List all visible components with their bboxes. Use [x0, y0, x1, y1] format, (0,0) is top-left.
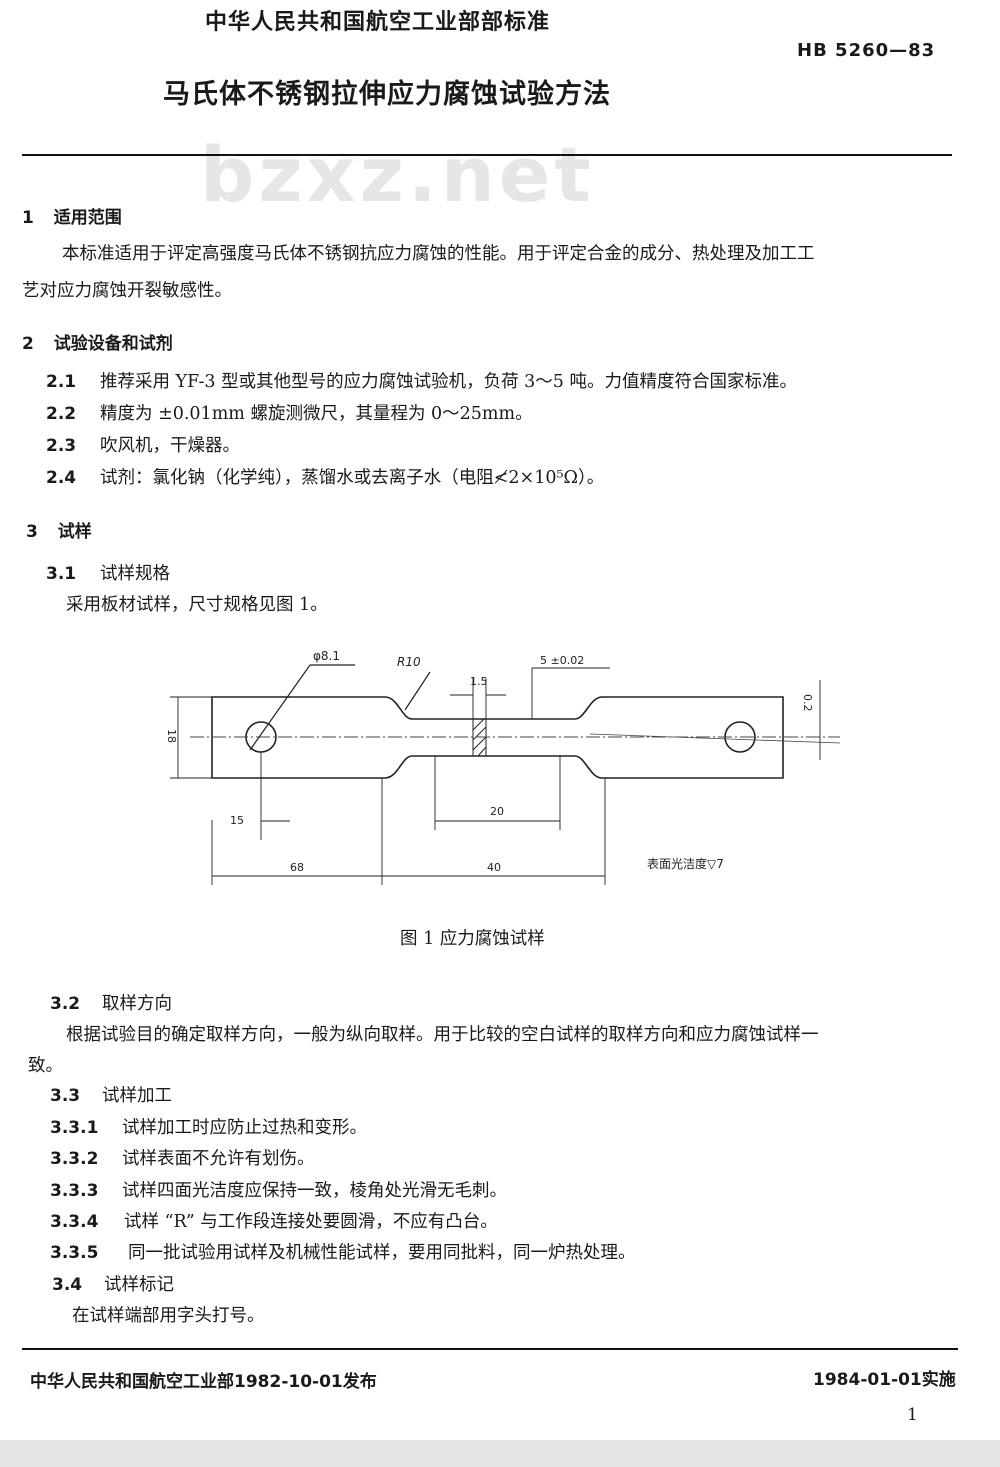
- section-2-title: 试验设备和试剂: [53, 334, 173, 354]
- item-number: 2.1: [46, 372, 77, 392]
- item-3-2: 3.2 取样方向: [50, 990, 172, 1015]
- surface-finish-label: 表面光洁度▽7: [647, 856, 724, 871]
- height-label: 18: [165, 729, 178, 743]
- footer-rule: [22, 1348, 958, 1350]
- item-3-1-text: 采用板材试样，尺寸规格见图 1。: [66, 595, 328, 615]
- item-text: 推荐采用 YF-3 型或其他型号的应力腐蚀试验机，负荷 3～5 吨。力值精度符合…: [100, 372, 797, 392]
- item-text: 精度为 ±0.01mm 螺旋测微尺，其量程为 0～25mm。: [100, 404, 533, 424]
- section-1-paragraph-line1: 本标准适用于评定高强度马氏体不锈钢抗应力腐蚀的性能。用于评定合金的成分、热处理及…: [62, 244, 815, 264]
- item-number: 3.2: [50, 994, 81, 1014]
- item-text: 吹风机，干燥器。: [100, 436, 240, 456]
- radius-label: R10: [397, 655, 421, 669]
- item-3-1: 3.1 试样规格: [46, 560, 170, 585]
- section-2-heading: 2 试验设备和试剂: [22, 329, 173, 354]
- flatness-label: 0.2: [801, 694, 814, 712]
- item-number: 3.3.5: [50, 1243, 99, 1263]
- item-3-4: 3.4 试样标记: [52, 1271, 174, 1296]
- standard-code: HB 5260—83: [797, 40, 936, 61]
- length-68-label: 68: [290, 861, 304, 874]
- item-3-3-5: 3.3.5 同一批试验用试样及机械性能试样，要用同批料，同一炉热处理。: [50, 1239, 636, 1264]
- item-title: 试样标记: [104, 1275, 174, 1295]
- section-3-heading: 3 试样: [26, 517, 92, 542]
- page-number: 1: [907, 1405, 918, 1425]
- section-3-title: 试样: [57, 522, 92, 542]
- watermark: bzxz.net: [200, 130, 595, 219]
- item-title: 试样加工: [102, 1086, 172, 1106]
- section-2-number: 2: [22, 334, 34, 354]
- specimen-drawing: φ8.1 R10 1.5 5 ±0.02 0.2 18 15 20 68 40 …: [165, 649, 841, 885]
- document-title: 马氏体不锈钢拉伸应力腐蚀试验方法: [163, 79, 611, 110]
- section-1-title: 适用范围: [53, 208, 122, 228]
- item-text: 试样 “R” 与工作段连接处要圆滑，不应有凸台。: [124, 1212, 498, 1232]
- org-title: 中华人民共和国航空工业部部标准: [205, 10, 551, 35]
- length-40-label: 40: [487, 861, 501, 874]
- section-3-number: 3: [26, 522, 38, 542]
- hole-offset-label: 15: [230, 814, 244, 827]
- section-1-paragraph-line2: 艺对应力腐蚀开裂敏感性。: [22, 281, 232, 301]
- item-text: 试样加工时应防止过热和变形。: [122, 1118, 367, 1138]
- scan-bottom-band: [0, 1440, 1000, 1467]
- item-3-3-2: 3.3.2 试样表面不允许有划伤。: [50, 1145, 315, 1170]
- item-number: 2.3: [46, 436, 77, 456]
- item-3-3-1: 3.3.1 试样加工时应防止过热和变形。: [50, 1114, 367, 1139]
- item-2-3: 2.3 吹风机，干燥器。: [46, 432, 240, 457]
- item-number: 3.3.2: [50, 1149, 99, 1169]
- item-2-2: 2.2 精度为 ±0.01mm 螺旋测微尺，其量程为 0～25mm。: [46, 400, 533, 425]
- figure-caption: 图 1 应力腐蚀试样: [400, 929, 545, 949]
- item-3-3-3: 3.3.3 试样四面光洁度应保持一致，棱角处光滑无毛刺。: [50, 1177, 507, 1202]
- item-number: 3.3.1: [50, 1118, 99, 1138]
- issuer-line: 中华人民共和国航空工业部1982-10-01发布: [30, 1372, 377, 1392]
- hole-dia-label: φ8.1: [313, 649, 340, 663]
- item-3-3-4: 3.3.4 试样 “R” 与工作段连接处要圆滑，不应有凸台。: [50, 1208, 498, 1233]
- effective-date: 1984-01-01实施: [813, 1370, 956, 1390]
- item-number: 3.1: [46, 564, 77, 584]
- width-small-label: 1.5: [470, 675, 488, 688]
- tolerance-label: 5 ±0.02: [540, 654, 584, 667]
- item-number: 2.4: [46, 468, 77, 488]
- gauge-length-label: 20: [490, 805, 504, 818]
- item-3-2-line1: 根据试验目的确定取样方向，一般为纵向取样。用于比较的空白试样的取样方向和应力腐蚀…: [66, 1025, 819, 1045]
- item-2-4: 2.4 试剂：氯化钠（化学纯），蒸馏水或去离子水（电阻≮2×10⁵Ω）。: [46, 464, 604, 489]
- section-1-heading: 1 适用范围: [22, 203, 122, 228]
- item-3-2-line2: 致。: [28, 1056, 63, 1076]
- header-rule: [22, 154, 952, 156]
- specimen-outline: [211, 696, 784, 779]
- hole-leader: [249, 664, 311, 751]
- item-text: 试剂：氯化钠（化学纯），蒸馏水或去离子水（电阻≮2×10⁵Ω）。: [100, 468, 605, 488]
- item-2-1: 2.1 推荐采用 YF-3 型或其他型号的应力腐蚀试验机，负荷 3～5 吨。力值精…: [46, 368, 797, 393]
- item-number: 3.3.3: [50, 1181, 99, 1201]
- item-3-4-text: 在试样端部用字头打号。: [72, 1306, 265, 1326]
- item-title: 试样规格: [100, 564, 170, 584]
- item-number: 3.4: [52, 1275, 83, 1295]
- item-3-3: 3.3 试样加工: [50, 1082, 172, 1107]
- item-number: 3.3: [50, 1086, 81, 1106]
- section-1-number: 1: [22, 208, 34, 228]
- item-number: 3.3.4: [50, 1212, 99, 1232]
- flatness-line: [589, 733, 841, 744]
- item-text: 试样表面不允许有划伤。: [122, 1149, 315, 1169]
- item-text: 同一批试验用试样及机械性能试样，要用同批料，同一炉热处理。: [128, 1243, 636, 1263]
- item-title: 取样方向: [102, 994, 172, 1014]
- item-number: 2.2: [46, 404, 77, 424]
- item-text: 试样四面光洁度应保持一致，棱角处光滑无毛刺。: [122, 1181, 507, 1201]
